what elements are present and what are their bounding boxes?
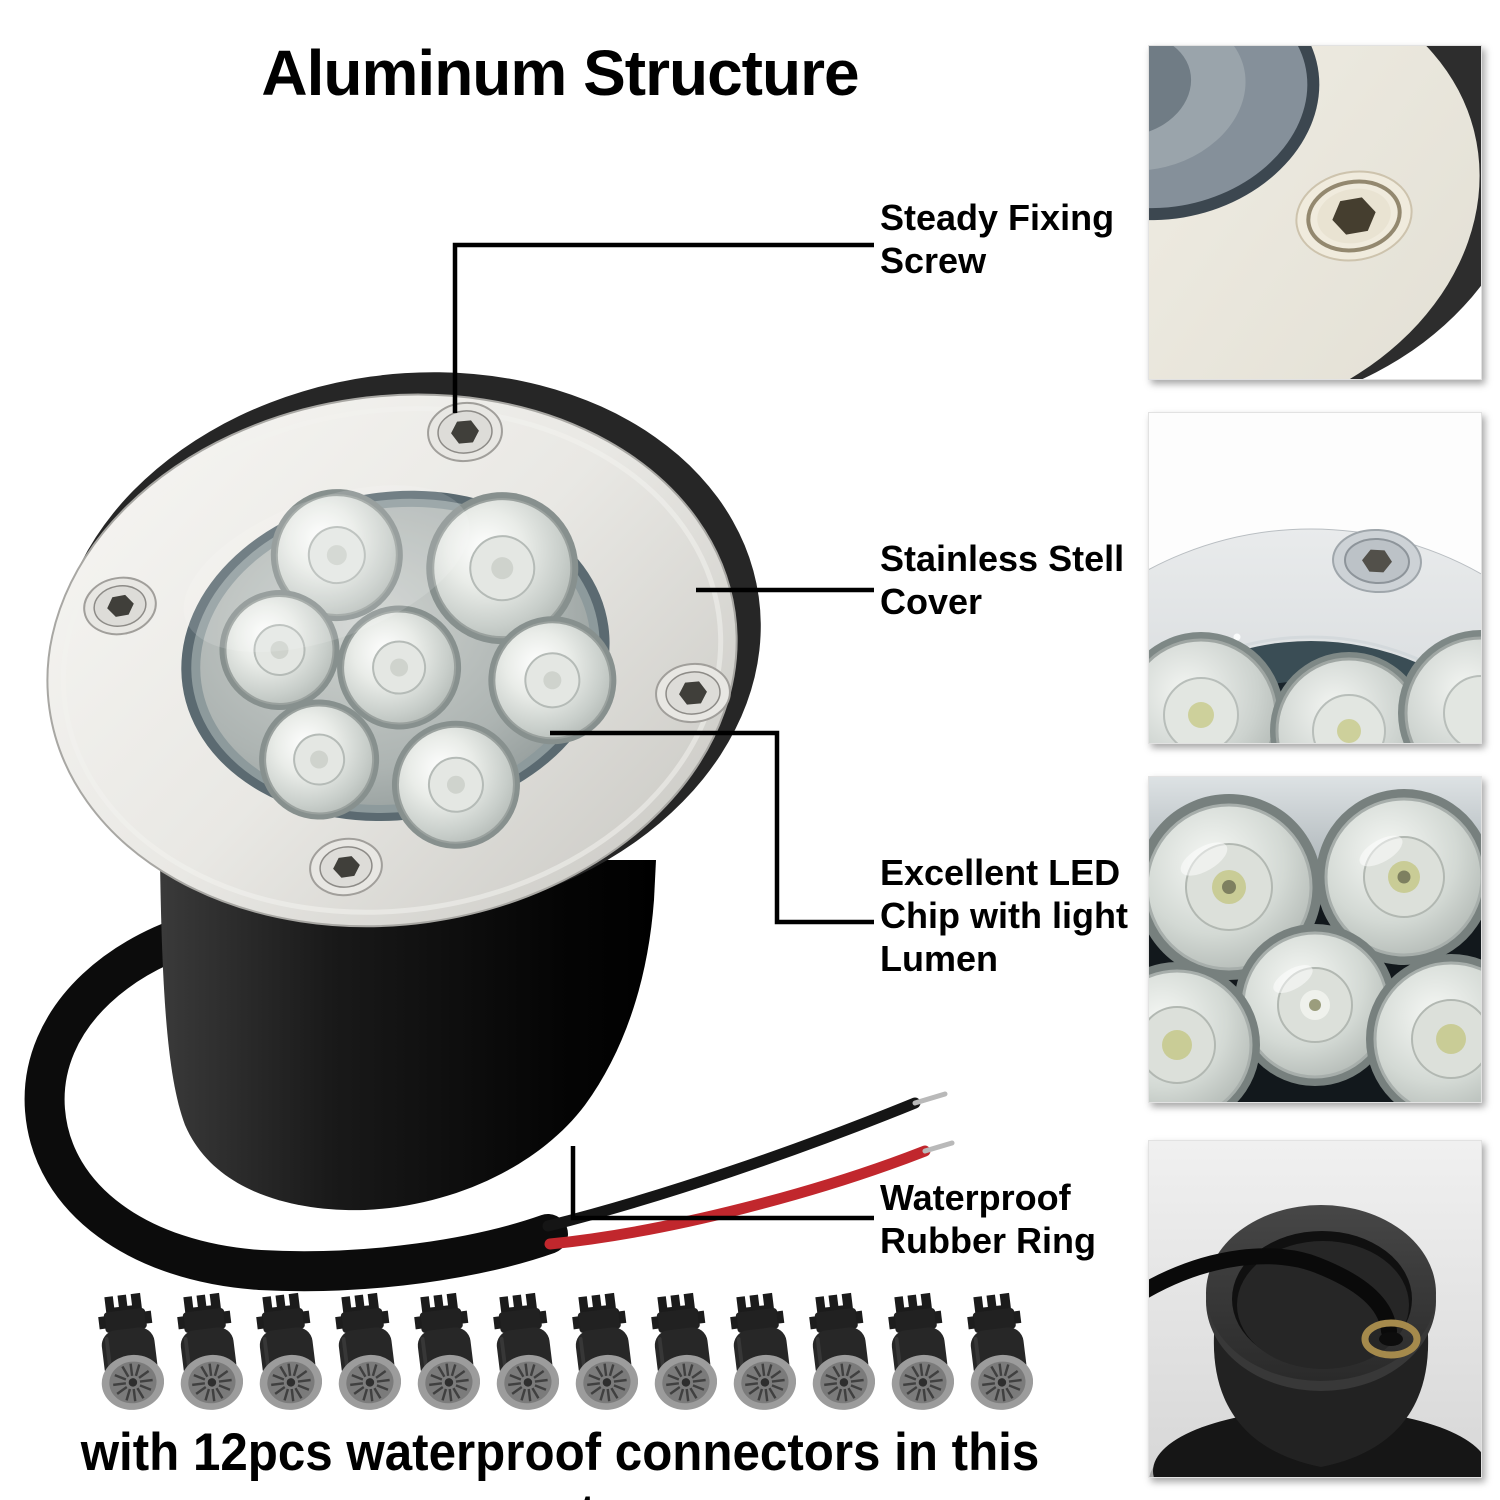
connector-star-spokes	[666, 1363, 706, 1402]
connector-teeth	[578, 1292, 616, 1314]
hex-screw-closeup	[1295, 170, 1413, 262]
waterproof-connector	[651, 1292, 717, 1410]
led-lens	[1270, 652, 1428, 743]
connector-star-spokes	[508, 1363, 548, 1402]
connector-star-spokes	[745, 1363, 785, 1402]
connector-teeth	[262, 1292, 300, 1314]
leader-line-led-chip	[550, 730, 874, 925]
waterproof-connector	[967, 1292, 1033, 1410]
connector-star-spokes	[271, 1363, 311, 1402]
fixing-screw	[309, 837, 383, 897]
connector-teeth	[973, 1292, 1011, 1314]
connector-star-spokes	[192, 1363, 232, 1402]
waterproof-connector	[493, 1292, 559, 1410]
waterproof-connector	[177, 1292, 243, 1410]
power-cable	[24, 900, 568, 1292]
callout-led-chip-label: Excellent LED Chip with light Lumen	[880, 852, 1128, 980]
black-wire-tip	[912, 1091, 948, 1106]
led-lens	[270, 489, 403, 622]
inset-led-closeup	[1148, 776, 1482, 1103]
connector-star-spokes	[350, 1363, 390, 1402]
page-title: Aluminum Structure	[261, 37, 859, 109]
fixing-screw	[655, 662, 731, 724]
led-lens	[426, 492, 579, 645]
connector-teeth	[104, 1292, 142, 1314]
lamp-body	[160, 860, 656, 1211]
leader-lines	[452, 242, 874, 1221]
led-lens	[1398, 630, 1481, 743]
waterproof-connector	[888, 1292, 954, 1410]
connector-star-spokes	[903, 1363, 943, 1402]
connector-star-spokes	[587, 1363, 627, 1402]
connector-star-spokes	[113, 1363, 153, 1402]
fixing-screw	[427, 401, 503, 463]
black-wire	[542, 1097, 921, 1232]
connector-star-spokes	[824, 1363, 864, 1402]
led-lens	[488, 616, 617, 745]
connector-teeth	[815, 1292, 853, 1314]
leader-line-rubber-ring	[570, 1146, 874, 1221]
callout-stainless-cover-label: Stainless Stell Cover	[880, 538, 1125, 623]
led-lens	[1366, 954, 1481, 1102]
waterproof-connector	[335, 1292, 401, 1410]
connector-teeth	[499, 1292, 537, 1314]
fixing-screw	[83, 576, 157, 636]
waterproof-connector	[98, 1292, 164, 1410]
connector-teeth	[420, 1292, 458, 1314]
lamp-steel-cover	[46, 372, 761, 928]
connector-teeth	[894, 1292, 932, 1314]
led-lens	[1234, 924, 1396, 1086]
rubber-ring	[1206, 1205, 1436, 1391]
waterproof-connector	[572, 1292, 638, 1410]
connector-teeth	[657, 1292, 695, 1314]
red-wire	[544, 1145, 931, 1250]
led-lens	[259, 699, 380, 820]
led-lens	[219, 589, 340, 710]
connector-star-spokes	[429, 1363, 469, 1402]
led-lens	[337, 605, 462, 730]
leader-line-fixing-screw	[452, 242, 874, 413]
connectors-row	[94, 1284, 1046, 1412]
bottom-caption: with 12pcs waterproof connectors in this…	[80, 1423, 1040, 1500]
callout-fixing-screw-label: Steady Fixing Screw	[880, 197, 1115, 282]
led-lens	[1149, 962, 1260, 1102]
led-lens	[1149, 632, 1284, 743]
connector-star-spokes	[982, 1363, 1022, 1402]
led-lens	[391, 720, 520, 849]
red-wire-tip	[922, 1140, 955, 1154]
connector-teeth	[183, 1292, 221, 1314]
led-lens	[1316, 789, 1481, 965]
connector-teeth	[341, 1292, 379, 1314]
hex-screw-closeup	[1332, 528, 1422, 594]
waterproof-connector	[414, 1292, 480, 1410]
cable-closeup	[1149, 1248, 1397, 1339]
brass-gland	[1361, 1319, 1421, 1359]
callout-rubber-ring-label: Waterproof Rubber Ring	[880, 1177, 1096, 1262]
waterproof-connector	[730, 1292, 796, 1410]
product-photo	[24, 242, 955, 1292]
waterproof-connector	[256, 1292, 322, 1410]
inset-screw-closeup	[1148, 45, 1482, 380]
waterproof-connector	[809, 1292, 875, 1410]
led-lens-array	[219, 489, 617, 849]
connector-teeth	[736, 1292, 774, 1314]
inset-rubber-ring-closeup	[1148, 1140, 1482, 1478]
glass-edge	[1149, 46, 1320, 221]
inset-cover-closeup	[1148, 412, 1482, 744]
